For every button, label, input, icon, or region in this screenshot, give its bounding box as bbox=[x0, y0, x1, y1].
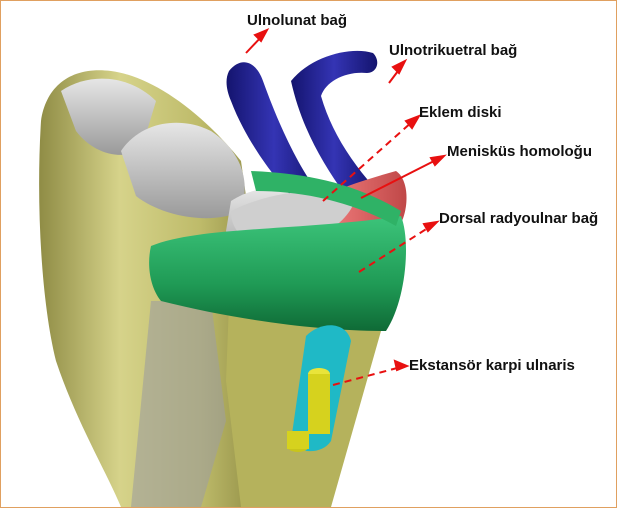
ulnotriquetral-label: Ulnotrikuetral bağ bbox=[389, 43, 517, 58]
ecu-label: Ekstansör karpi ulnaris bbox=[409, 358, 575, 373]
ecu-tendon-lower bbox=[287, 431, 309, 449]
articular-disc-label: Eklem diski bbox=[419, 105, 502, 120]
ecu-arrowhead bbox=[395, 361, 407, 370]
ulnolunate-arrowhead bbox=[255, 30, 267, 41]
ulnotriquetral-arrowhead bbox=[393, 61, 405, 73]
ecu-tendon bbox=[308, 374, 330, 434]
ulnolunate-label: Ulnolunat bağ bbox=[247, 13, 347, 28]
meniscus-arrowhead bbox=[431, 156, 444, 165]
dorsal-radioulnar-label: Dorsal radyoulnar bağ bbox=[439, 211, 598, 226]
dorsal-radioulnar-arrowhead bbox=[424, 222, 437, 231]
meniscus-homolog-label: Menisküs homoloğu bbox=[447, 144, 592, 159]
